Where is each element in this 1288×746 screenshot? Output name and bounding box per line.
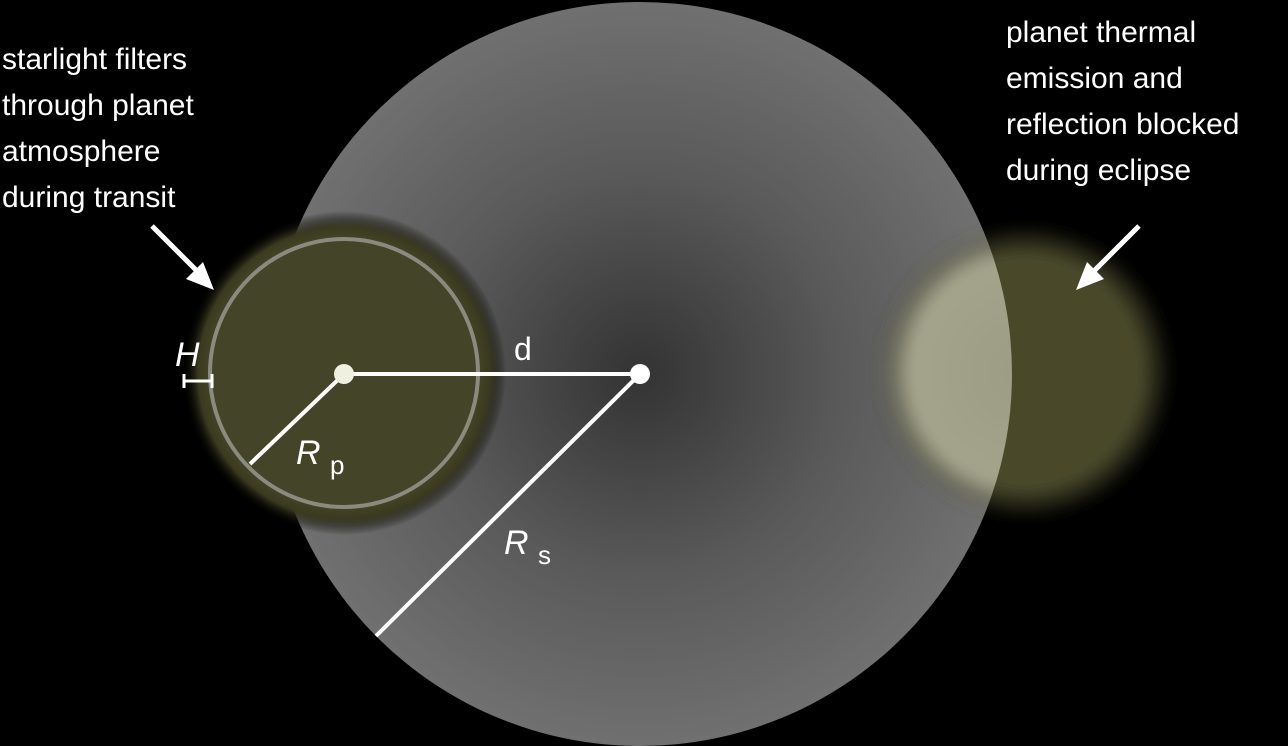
- star-radius-symbol: R: [504, 524, 529, 562]
- planet-radius-line: [248, 372, 346, 466]
- eclipse-caption-line: during eclipse: [1006, 154, 1192, 187]
- transit-caption-line: through planet: [2, 89, 194, 122]
- star-center-dot: [630, 364, 650, 384]
- transit-arrow: [150, 224, 214, 290]
- planet-radius-subscript: p: [330, 450, 344, 480]
- scale-height-label: H: [175, 336, 200, 374]
- transit-caption-line: atmosphere: [2, 135, 161, 168]
- eclipse-planet: [877, 224, 1173, 520]
- planet-radius-label: R p: [296, 434, 344, 480]
- transit-caption-line: starlight filters: [2, 43, 188, 76]
- eclipse-overlap-region: [877, 224, 1012, 520]
- scale-height-marker: [182, 374, 214, 388]
- transit-caption: starlight filters through planet atmosph…: [2, 37, 194, 221]
- eclipse-caption-line: planet thermal: [1006, 16, 1197, 49]
- transit-caption-line: during transit: [2, 181, 176, 214]
- star-radius-label: R s: [504, 524, 551, 570]
- eclipse-caption: planet thermal emission and reflection b…: [1006, 10, 1239, 194]
- eclipse-arrow: [1076, 224, 1141, 290]
- star-radius-line: [374, 372, 642, 638]
- star-radius-subscript: s: [538, 540, 551, 570]
- eclipse-caption-line: reflection blocked: [1006, 108, 1240, 141]
- planet-center-dot: [334, 364, 354, 384]
- planet-radius-symbol: R: [296, 434, 321, 472]
- separation-label: d: [514, 331, 532, 367]
- eclipse-caption-line: emission and: [1006, 62, 1183, 95]
